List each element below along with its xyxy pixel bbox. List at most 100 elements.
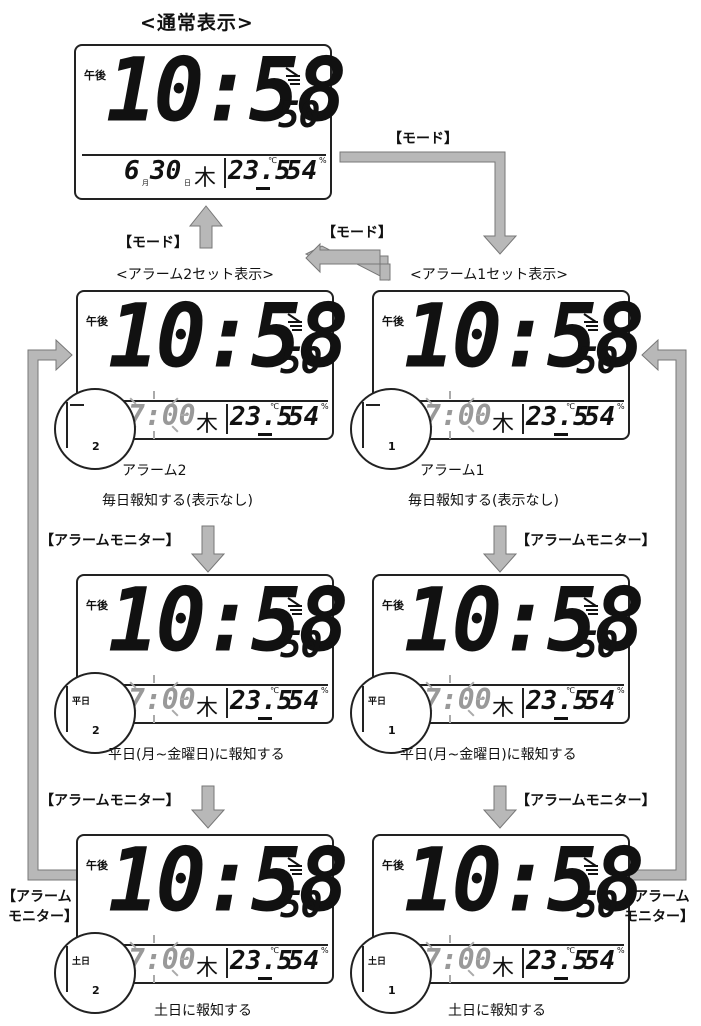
time-digits: 10:58 xyxy=(108,568,349,672)
seconds-digits: 50 xyxy=(576,341,618,382)
blink-ray xyxy=(476,698,484,700)
panel-alarm1-daily: 午後 10:58 50 7:00 木 23.5 ℃ 54 % xyxy=(372,290,645,440)
caption-daily-1: 毎日報知する(表示なし) xyxy=(408,493,559,509)
panel-vertical-divider xyxy=(522,404,524,434)
alarm-monitor-button-right-l1[interactable]: 【アラーム xyxy=(620,889,690,905)
mode-button-mid[interactable]: 【モード】 xyxy=(322,225,392,241)
panel-vertical-divider xyxy=(226,948,228,978)
blink-ray xyxy=(476,414,484,416)
caption-weekend-2: 土日に報知する xyxy=(154,1003,252,1019)
alarm-monitor-button-left-l1[interactable]: 【アラーム xyxy=(2,889,72,905)
panel-divider xyxy=(380,400,624,402)
alarm-monitor-button-left-l2[interactable]: モニター】 xyxy=(8,909,78,925)
time-digits: 10:58 xyxy=(404,828,645,932)
time-digits: 10:58 xyxy=(108,284,349,388)
ampm-label: 午後 xyxy=(86,315,108,328)
blink-ray xyxy=(449,975,451,983)
zoom-circle: 1 xyxy=(350,388,432,470)
weekday-label: 木 xyxy=(196,696,219,721)
blink-ray xyxy=(153,935,155,943)
month-digits: 6 xyxy=(124,156,140,186)
blink-ray xyxy=(449,391,451,399)
percent-unit: % xyxy=(321,686,329,695)
alarm-monitor-button-right-l2[interactable]: モニター】 xyxy=(624,909,694,925)
blink-ray xyxy=(476,958,484,960)
humidity-digits: 54 xyxy=(584,686,616,716)
caption-weekday-1: 平日(月~金曜日)に報知する xyxy=(400,747,577,763)
blink-ray xyxy=(449,715,451,723)
alarm-number: 1 xyxy=(388,440,396,453)
mode-button-top[interactable]: 【モード】 xyxy=(388,131,458,147)
temperature-digits: 23.5 xyxy=(526,402,589,432)
celsius-unit: ℃ xyxy=(270,402,279,411)
celsius-unit: ℃ xyxy=(566,402,575,411)
weekday-label: 木 xyxy=(492,412,515,437)
alarm-monitor-button-2a[interactable]: 【アラームモニター】 xyxy=(40,533,180,549)
temp-underline xyxy=(554,977,568,980)
weekday-label: 木 xyxy=(492,956,515,981)
alarm-monitor-button-2b[interactable]: 【アラームモニター】 xyxy=(40,793,180,809)
panel-alarm1-weekend: 午後 10:58 50 7:00 木 23.5 ℃ 54 % xyxy=(372,834,645,984)
temp-underline xyxy=(258,433,272,436)
caption-daily-2: 毎日報知する(表示なし) xyxy=(102,493,253,509)
alarm2-label: アラーム2 xyxy=(122,463,187,479)
alarm-time-digits: 7:00 xyxy=(424,683,492,716)
humidity-digits: 54 xyxy=(288,686,320,716)
alarm2-header: <アラーム2セット表示> xyxy=(116,267,274,283)
weekday-label: 木 xyxy=(492,696,515,721)
caption-weekend-1: 土日に報知する xyxy=(448,1003,546,1019)
radio-signal-icon xyxy=(287,857,302,875)
radio-signal-icon xyxy=(287,597,302,615)
blink-ray xyxy=(449,675,451,683)
temp-underline xyxy=(258,717,272,720)
seconds-digits: 50 xyxy=(280,625,322,666)
blink-ray xyxy=(180,698,188,700)
percent-unit: % xyxy=(321,946,329,955)
temperature-digits: 23.5 xyxy=(228,156,291,186)
alarm-monitor-button-1a[interactable]: 【アラームモニター】 xyxy=(516,533,656,549)
blink-ray xyxy=(153,431,155,439)
alarm1-header: <アラーム1セット表示> xyxy=(410,267,568,283)
temperature-digits: 23.5 xyxy=(526,686,589,716)
celsius-unit: ℃ xyxy=(270,946,279,955)
panel-alarm2-weekend: 午後 10:58 50 7:00 木 23.5 ℃ 54 % xyxy=(76,834,349,984)
panel-vertical-divider xyxy=(226,404,228,434)
time-digits: 10:58 xyxy=(404,568,645,672)
time-digits: 10:58 xyxy=(108,828,349,932)
radio-signal-icon xyxy=(583,313,598,331)
alarm-time-digits: 7:00 xyxy=(128,399,196,432)
panel-divider xyxy=(380,684,624,686)
day-digits: 30 xyxy=(150,156,182,186)
temp-underline xyxy=(256,187,270,190)
circle-vline xyxy=(66,402,68,448)
temp-underline xyxy=(554,433,568,436)
seconds-digits: 50 xyxy=(280,341,322,382)
blink-ray xyxy=(153,715,155,723)
zoom-circle: 2 xyxy=(54,388,136,470)
temperature-digits: 23.5 xyxy=(230,946,293,976)
alarm-time-digits: 7:00 xyxy=(424,399,492,432)
panel-divider xyxy=(84,944,328,946)
blink-ray xyxy=(180,414,188,416)
ampm-label: 午後 xyxy=(382,859,404,872)
alarm1-label: アラーム1 xyxy=(420,463,485,479)
celsius-unit: ℃ xyxy=(566,686,575,695)
alarm-day-tag: 土日 xyxy=(72,957,91,967)
percent-unit: % xyxy=(321,402,329,411)
temp-underline xyxy=(258,977,272,980)
celsius-unit: ℃ xyxy=(270,686,279,695)
panel-divider xyxy=(84,684,328,686)
weekday-label: 木 xyxy=(194,166,217,191)
percent-unit: % xyxy=(617,946,625,955)
mode-button-left[interactable]: 【モード】 xyxy=(118,235,188,251)
blink-ray xyxy=(153,975,155,983)
humidity-digits: 54 xyxy=(288,402,320,432)
humidity-digits: 54 xyxy=(286,156,318,186)
alarm-day-tag: 平日 xyxy=(368,697,387,707)
panel-vertical-divider xyxy=(224,158,226,188)
percent-unit: % xyxy=(319,156,327,165)
alarm-monitor-button-1b[interactable]: 【アラームモニター】 xyxy=(516,793,656,809)
celsius-unit: ℃ xyxy=(566,946,575,955)
